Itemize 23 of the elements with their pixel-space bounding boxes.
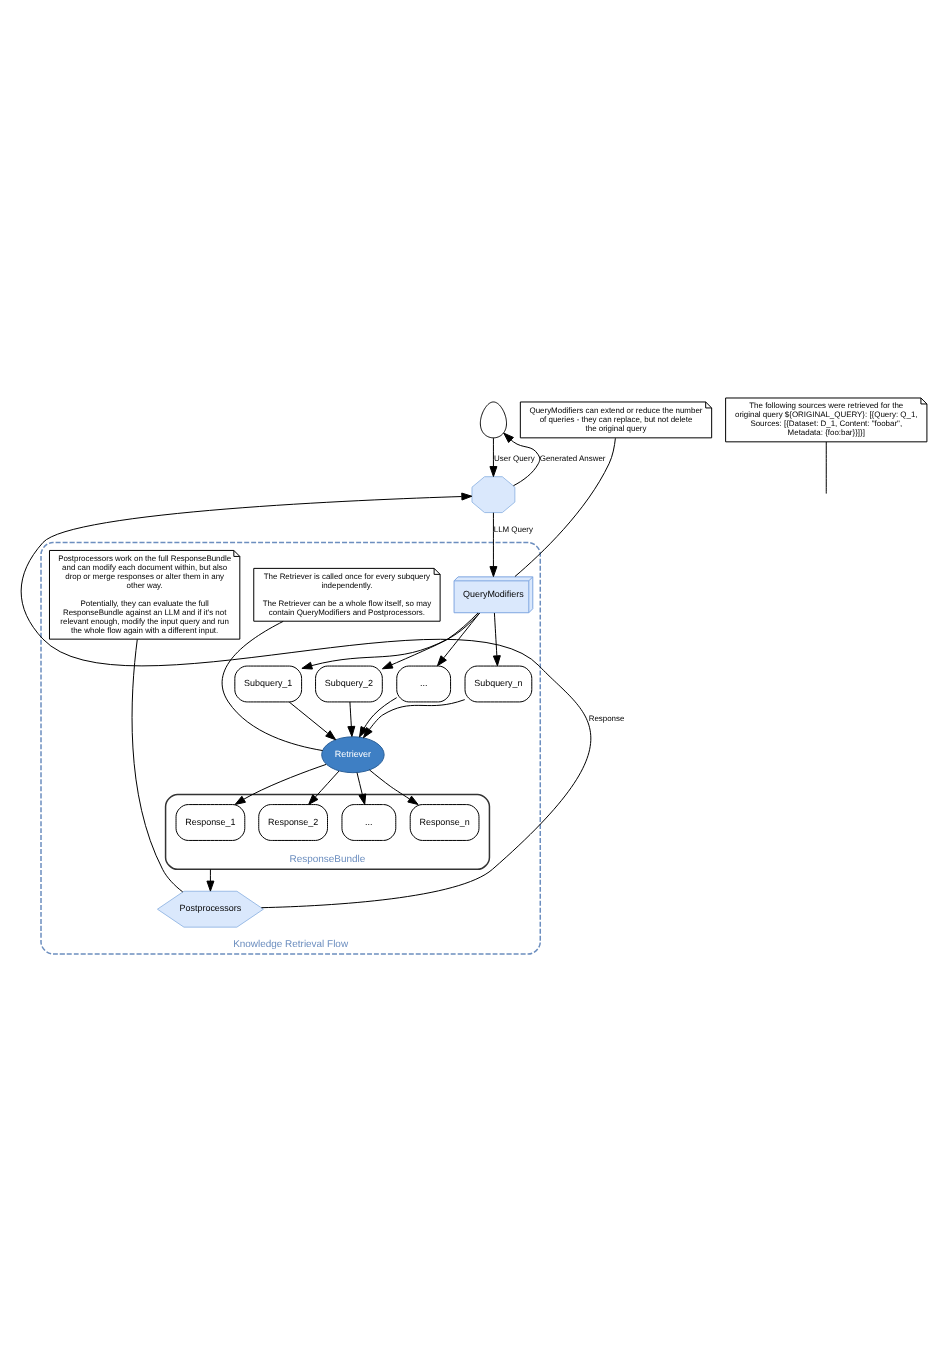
connector xyxy=(221,620,324,752)
arrow xyxy=(347,701,356,737)
arrow xyxy=(308,770,340,805)
connector xyxy=(514,437,616,578)
arrow xyxy=(489,437,498,478)
connector xyxy=(825,441,827,495)
arrow xyxy=(489,512,498,578)
arrow xyxy=(206,868,215,892)
arrow xyxy=(436,612,481,667)
node-brain xyxy=(471,476,516,514)
arrow xyxy=(492,612,501,667)
connector xyxy=(131,638,184,893)
node-person xyxy=(479,401,507,439)
arrow xyxy=(356,772,367,805)
arrow xyxy=(20,492,592,909)
arrow xyxy=(301,612,480,670)
arrow xyxy=(359,697,398,738)
arrow xyxy=(503,432,541,487)
arrow xyxy=(288,701,337,741)
arrow xyxy=(363,699,466,739)
arrow xyxy=(234,763,327,805)
arrow xyxy=(369,769,419,805)
arrow xyxy=(381,612,479,670)
